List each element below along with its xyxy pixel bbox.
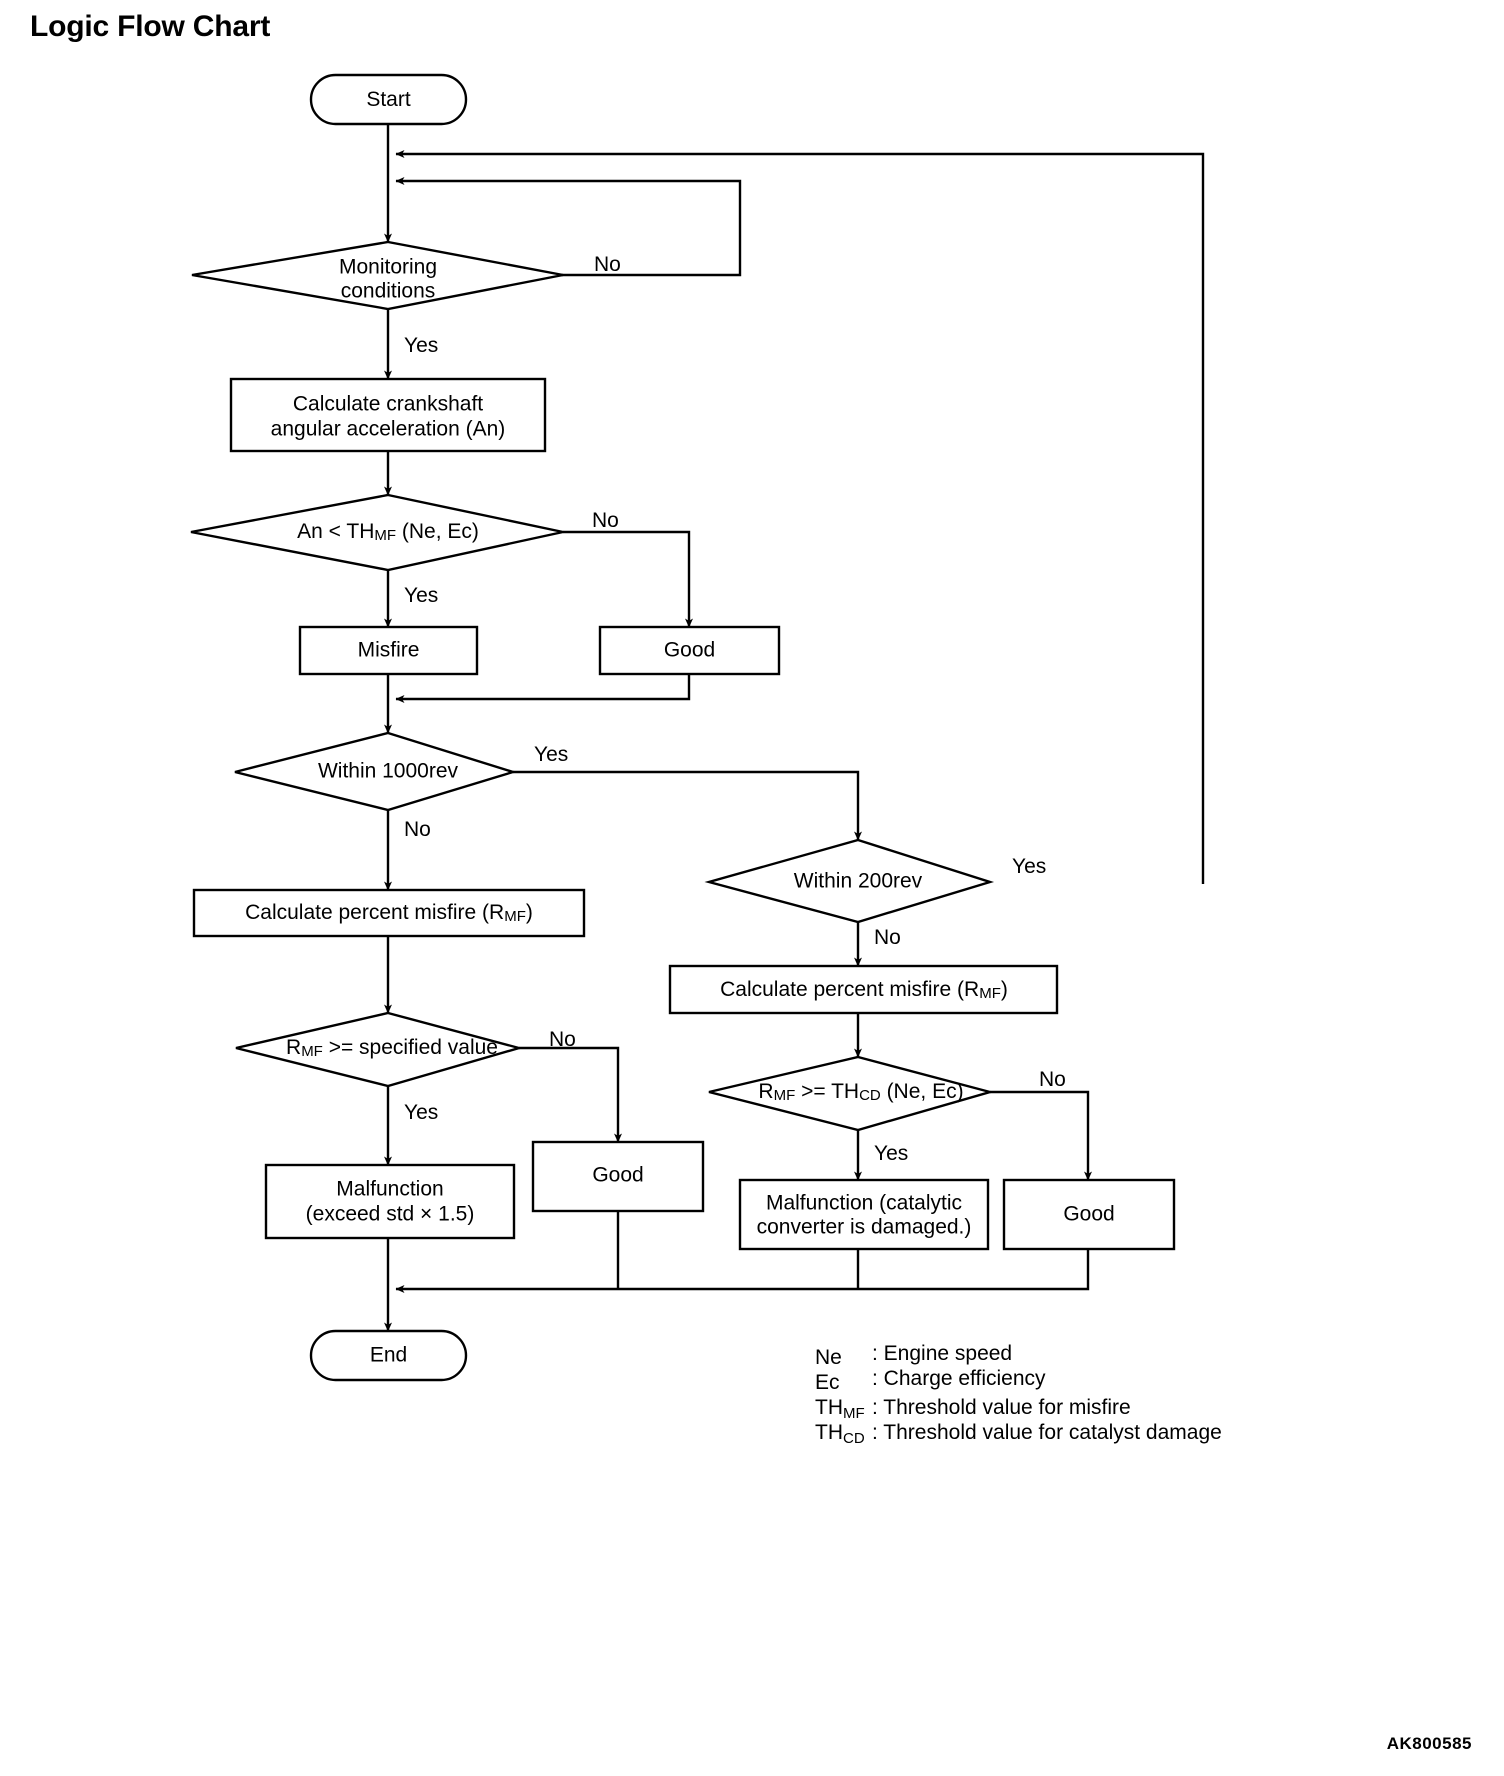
node-within-200rev-label: Within 200rev xyxy=(794,870,923,893)
edge-label-rmfthcd-yes: Yes xyxy=(874,1142,908,1165)
legend-desc-0: Engine speed xyxy=(884,1342,1012,1365)
node-malf-cat-label-line1: Malfunction (catalytic xyxy=(766,1192,962,1215)
document-code: AK800585 xyxy=(1386,1734,1472,1753)
node-calculate-angular-acceleration[interactable]: Calculate crankshaft angular acceleratio… xyxy=(229,377,547,453)
connector-within1000-yes xyxy=(513,770,862,841)
node-misfire[interactable]: Misfire xyxy=(298,625,479,676)
connector-good1-merge xyxy=(395,674,691,703)
edge-label-rmfspec-no: No xyxy=(549,1028,576,1051)
node-calc-rmf-right-label: Calculate percent misfire (RMF) xyxy=(720,978,1008,1002)
node-start-label: Start xyxy=(366,88,411,111)
node-calc-rmf-left-label: Calculate percent misfire (RMF) xyxy=(245,901,533,925)
calc-rmf-left-sub: MF xyxy=(504,908,526,925)
edge-label-an-yes: Yes xyxy=(404,584,438,607)
edge-label-an-no: No xyxy=(592,509,619,532)
calc-rmf-right-sub: MF xyxy=(979,985,1001,1002)
legend-row-3: THCD: Threshold value for catalyst damag… xyxy=(815,1421,1222,1447)
an-lt-thmf-sub: MF xyxy=(374,527,396,544)
legend: Ne: Engine speed Ec: Charge efficiency T… xyxy=(815,1342,1222,1447)
edge-label-monitoring-yes: Yes xyxy=(404,334,438,357)
legend-sub-3: CD xyxy=(843,1430,865,1447)
node-calc-ang-label-line2: angular acceleration (An) xyxy=(271,418,506,441)
calc-rmf-left-pre: Calculate percent misfire (R xyxy=(245,901,504,924)
legend-sym-0: Ne xyxy=(815,1346,842,1369)
node-malfunction-exceed-std[interactable]: Malfunction (exceed std × 1.5) xyxy=(264,1163,516,1240)
connector-rmfspec-no-to-good xyxy=(519,1046,622,1143)
node-good-1-label: Good xyxy=(664,639,715,662)
rmf-thcd-sub2: CD xyxy=(859,1087,881,1104)
node-rmf-ge-thcd[interactable]: RMF >= THCD (Ne, Ec) xyxy=(708,1055,995,1132)
node-an-lt-thmf-label: An < THMF (Ne, Ec) xyxy=(297,520,479,544)
rmf-thcd-sub: MF xyxy=(774,1087,796,1104)
node-start[interactable]: Start xyxy=(309,73,468,126)
edge-label-monitoring-no: No xyxy=(594,253,621,276)
connector-an-no-to-good xyxy=(563,530,693,628)
legend-sym-1: Ec xyxy=(815,1371,840,1394)
node-malf-std-label-line2: (exceed std × 1.5) xyxy=(306,1203,475,1226)
node-monitoring-label-line2: conditions xyxy=(341,280,436,303)
legend-row-0: Ne: Engine speed xyxy=(815,1342,1012,1369)
legend-desc-3: Threshold value for catalyst damage xyxy=(883,1421,1222,1444)
legend-sep-2: : xyxy=(872,1396,883,1419)
node-malf-cat-label-line2: converter is damaged.) xyxy=(757,1216,972,1239)
node-monitoring-label-line1: Monitoring xyxy=(339,256,437,279)
page-title: Logic Flow Chart xyxy=(30,10,271,43)
connector-rmfthcd-no-to-good xyxy=(990,1090,1092,1181)
calc-rmf-left-post: ) xyxy=(526,901,533,924)
node-end[interactable]: End xyxy=(309,1329,468,1382)
edge-label-within1000-yes: Yes xyxy=(534,743,568,766)
legend-sub-2: MF xyxy=(843,1405,865,1422)
node-within-1000rev[interactable]: Within 1000rev xyxy=(234,731,518,812)
node-an-lt-thmf[interactable]: An < THMF (Ne, Ec) xyxy=(190,493,564,572)
edge-label-within200-yes: Yes xyxy=(1012,855,1046,878)
node-rmf-thcd-label: RMF >= THCD (Ne, Ec) xyxy=(758,1080,963,1104)
connector-within200-yes-feedback xyxy=(395,150,1205,884)
node-calculate-percent-misfire-right[interactable]: Calculate percent misfire (RMF) xyxy=(668,964,1059,1015)
edge-label-rmfthcd-no: No xyxy=(1039,1068,1066,1091)
node-rmf-ge-specified-value[interactable]: RMF >= specified value xyxy=(235,1011,524,1088)
node-good-2[interactable]: Good xyxy=(531,1140,705,1213)
calc-rmf-right-pre: Calculate percent misfire (R xyxy=(720,978,979,1001)
legend-sym-2: TH xyxy=(815,1396,843,1419)
an-lt-thmf-pre: An < TH xyxy=(297,520,374,543)
node-within-1000rev-label: Within 1000rev xyxy=(318,760,459,783)
node-good-3-label: Good xyxy=(1063,1203,1114,1226)
node-calc-ang-label-line1: Calculate crankshaft xyxy=(293,393,483,416)
legend-sym-3: TH xyxy=(815,1421,843,1444)
node-calculate-percent-misfire-left[interactable]: Calculate percent misfire (RMF) xyxy=(192,888,586,938)
node-monitoring-conditions[interactable]: Monitoring conditions xyxy=(191,240,564,311)
rmf-thcd-post2: >= TH xyxy=(795,1080,859,1103)
rmf-thcd-post3: (Ne, Ec) xyxy=(881,1080,964,1103)
node-end-label: End xyxy=(370,1344,407,1367)
rmf-spec-sub: MF xyxy=(301,1043,323,1060)
legend-sep-3: : xyxy=(872,1421,883,1444)
legend-row-1: Ec: Charge efficiency xyxy=(815,1367,1046,1394)
node-rmf-spec-label: RMF >= specified value xyxy=(286,1036,498,1060)
connector-monitoring-no-feedback xyxy=(395,177,742,277)
node-good-2-label: Good xyxy=(592,1164,643,1187)
node-good-3[interactable]: Good xyxy=(1002,1178,1176,1251)
edge-label-within1000-no: No xyxy=(404,818,431,841)
edge-label-rmfspec-yes: Yes xyxy=(404,1101,438,1124)
node-malf-std-label-line1: Malfunction xyxy=(336,1178,443,1201)
rmf-spec-post: >= specified value xyxy=(323,1036,498,1059)
legend-row-2: THMF: Threshold value for misfire xyxy=(815,1396,1131,1422)
node-misfire-label: Misfire xyxy=(358,639,420,662)
rmf-thcd-pre: R xyxy=(758,1080,773,1103)
legend-desc-1: Charge efficiency xyxy=(884,1367,1046,1390)
calc-rmf-right-post: ) xyxy=(1001,978,1008,1001)
rmf-spec-pre: R xyxy=(286,1036,301,1059)
connector-bottom-merge-bus xyxy=(384,1211,1090,1332)
edge-label-within200-no: No xyxy=(874,926,901,949)
legend-desc-2: Threshold value for misfire xyxy=(883,1396,1130,1419)
legend-sep-0: : xyxy=(872,1342,884,1365)
node-within-200rev[interactable]: Within 200rev xyxy=(704,838,995,924)
node-good-1[interactable]: Good xyxy=(598,625,781,676)
node-malfunction-catalytic[interactable]: Malfunction (catalytic converter is dama… xyxy=(738,1178,990,1251)
legend-sep-1: : xyxy=(872,1367,884,1390)
an-lt-thmf-post: (Ne, Ec) xyxy=(396,520,479,543)
